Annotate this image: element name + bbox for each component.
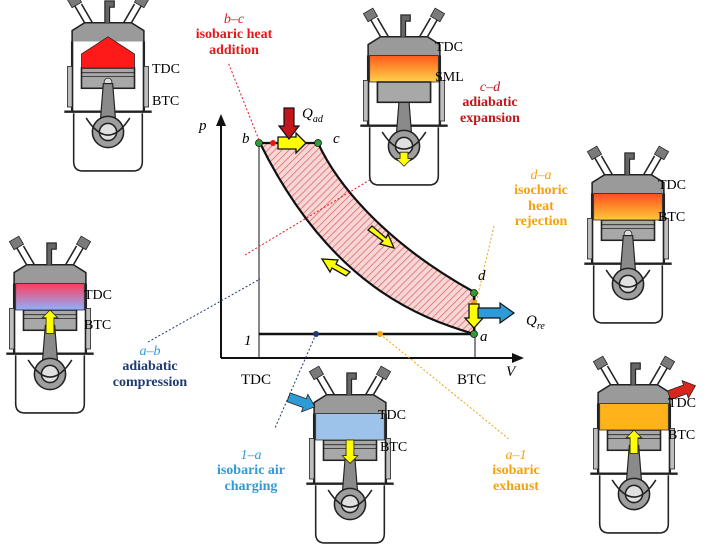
engine-tl-btc-label: BTC (152, 94, 180, 109)
engine-top-left (63, 0, 153, 173)
label-1: 1 (244, 333, 252, 349)
point-d (470, 289, 478, 297)
p-axis-arrow (216, 114, 226, 126)
engine-top-center (359, 6, 449, 187)
point-c (314, 139, 322, 147)
engine-bc-tdc-label: TDC (378, 408, 406, 423)
process-cd-annotation: c–d adiabatic expansion (460, 80, 520, 126)
heat-added-label: Qad (302, 106, 323, 125)
process-a1-annotation: a–1 isobaric exhaust (492, 448, 540, 494)
engine-l-tdc-label: TDC (84, 288, 112, 303)
a1-leader (379, 333, 511, 441)
process-bc-annotation: b–c isobaric heat addition (195, 12, 273, 58)
process-1a-annotation: 1–a isobaric air charging (216, 448, 286, 494)
heat-rejected-label: Qre (526, 313, 545, 332)
point-b (255, 139, 263, 147)
heat-added-arrow (277, 107, 301, 140)
engine-l-btc-label: BTC (84, 318, 112, 333)
label-c: c (333, 131, 340, 147)
ab-direction-arrow (320, 258, 352, 277)
label-a: a (480, 329, 488, 345)
engine-tl-tdc-label: TDC (152, 62, 180, 77)
label-b: b (242, 131, 250, 147)
engine-bc-btc-label: BTC (380, 440, 408, 455)
v-axis-label: V (506, 364, 516, 380)
label-d: d (478, 268, 486, 284)
bc-direction-arrow (277, 131, 307, 155)
cd-direction-arrow (367, 225, 396, 250)
engine-right (583, 144, 673, 325)
1a-leader (274, 333, 317, 429)
engine-r-btc-label: BTC (658, 210, 686, 225)
cd-leader (244, 174, 379, 256)
engine-bottom-right (589, 354, 697, 535)
btc-axis-label: BTC (457, 372, 487, 388)
engine-bottom-center (286, 364, 395, 545)
cycle-area (258, 141, 476, 336)
tdc-axis-label: TDC (241, 372, 271, 388)
engine-br-tdc-label: TDC (668, 396, 696, 411)
process-ab-annotation: a–b adiabatic compression (112, 344, 188, 390)
engine-left (5, 234, 95, 415)
engine-tc-sml-label: SML (435, 70, 464, 85)
heat-rejected-arrow (477, 301, 516, 325)
engine-br-btc-label: BTC (668, 428, 696, 443)
point-bc-marker (270, 140, 276, 146)
da-leader (475, 225, 495, 304)
ab-leader (147, 278, 261, 343)
point-a (470, 330, 478, 338)
v-axis-arrow (512, 353, 524, 363)
p-axis-label: p (199, 118, 207, 134)
engine-tc-tdc-label: TDC (435, 40, 463, 55)
engine-r-tdc-label: TDC (658, 178, 686, 193)
bc-leader (227, 61, 260, 141)
process-da-annotation: d–a isochoric heat rejection (514, 168, 568, 230)
